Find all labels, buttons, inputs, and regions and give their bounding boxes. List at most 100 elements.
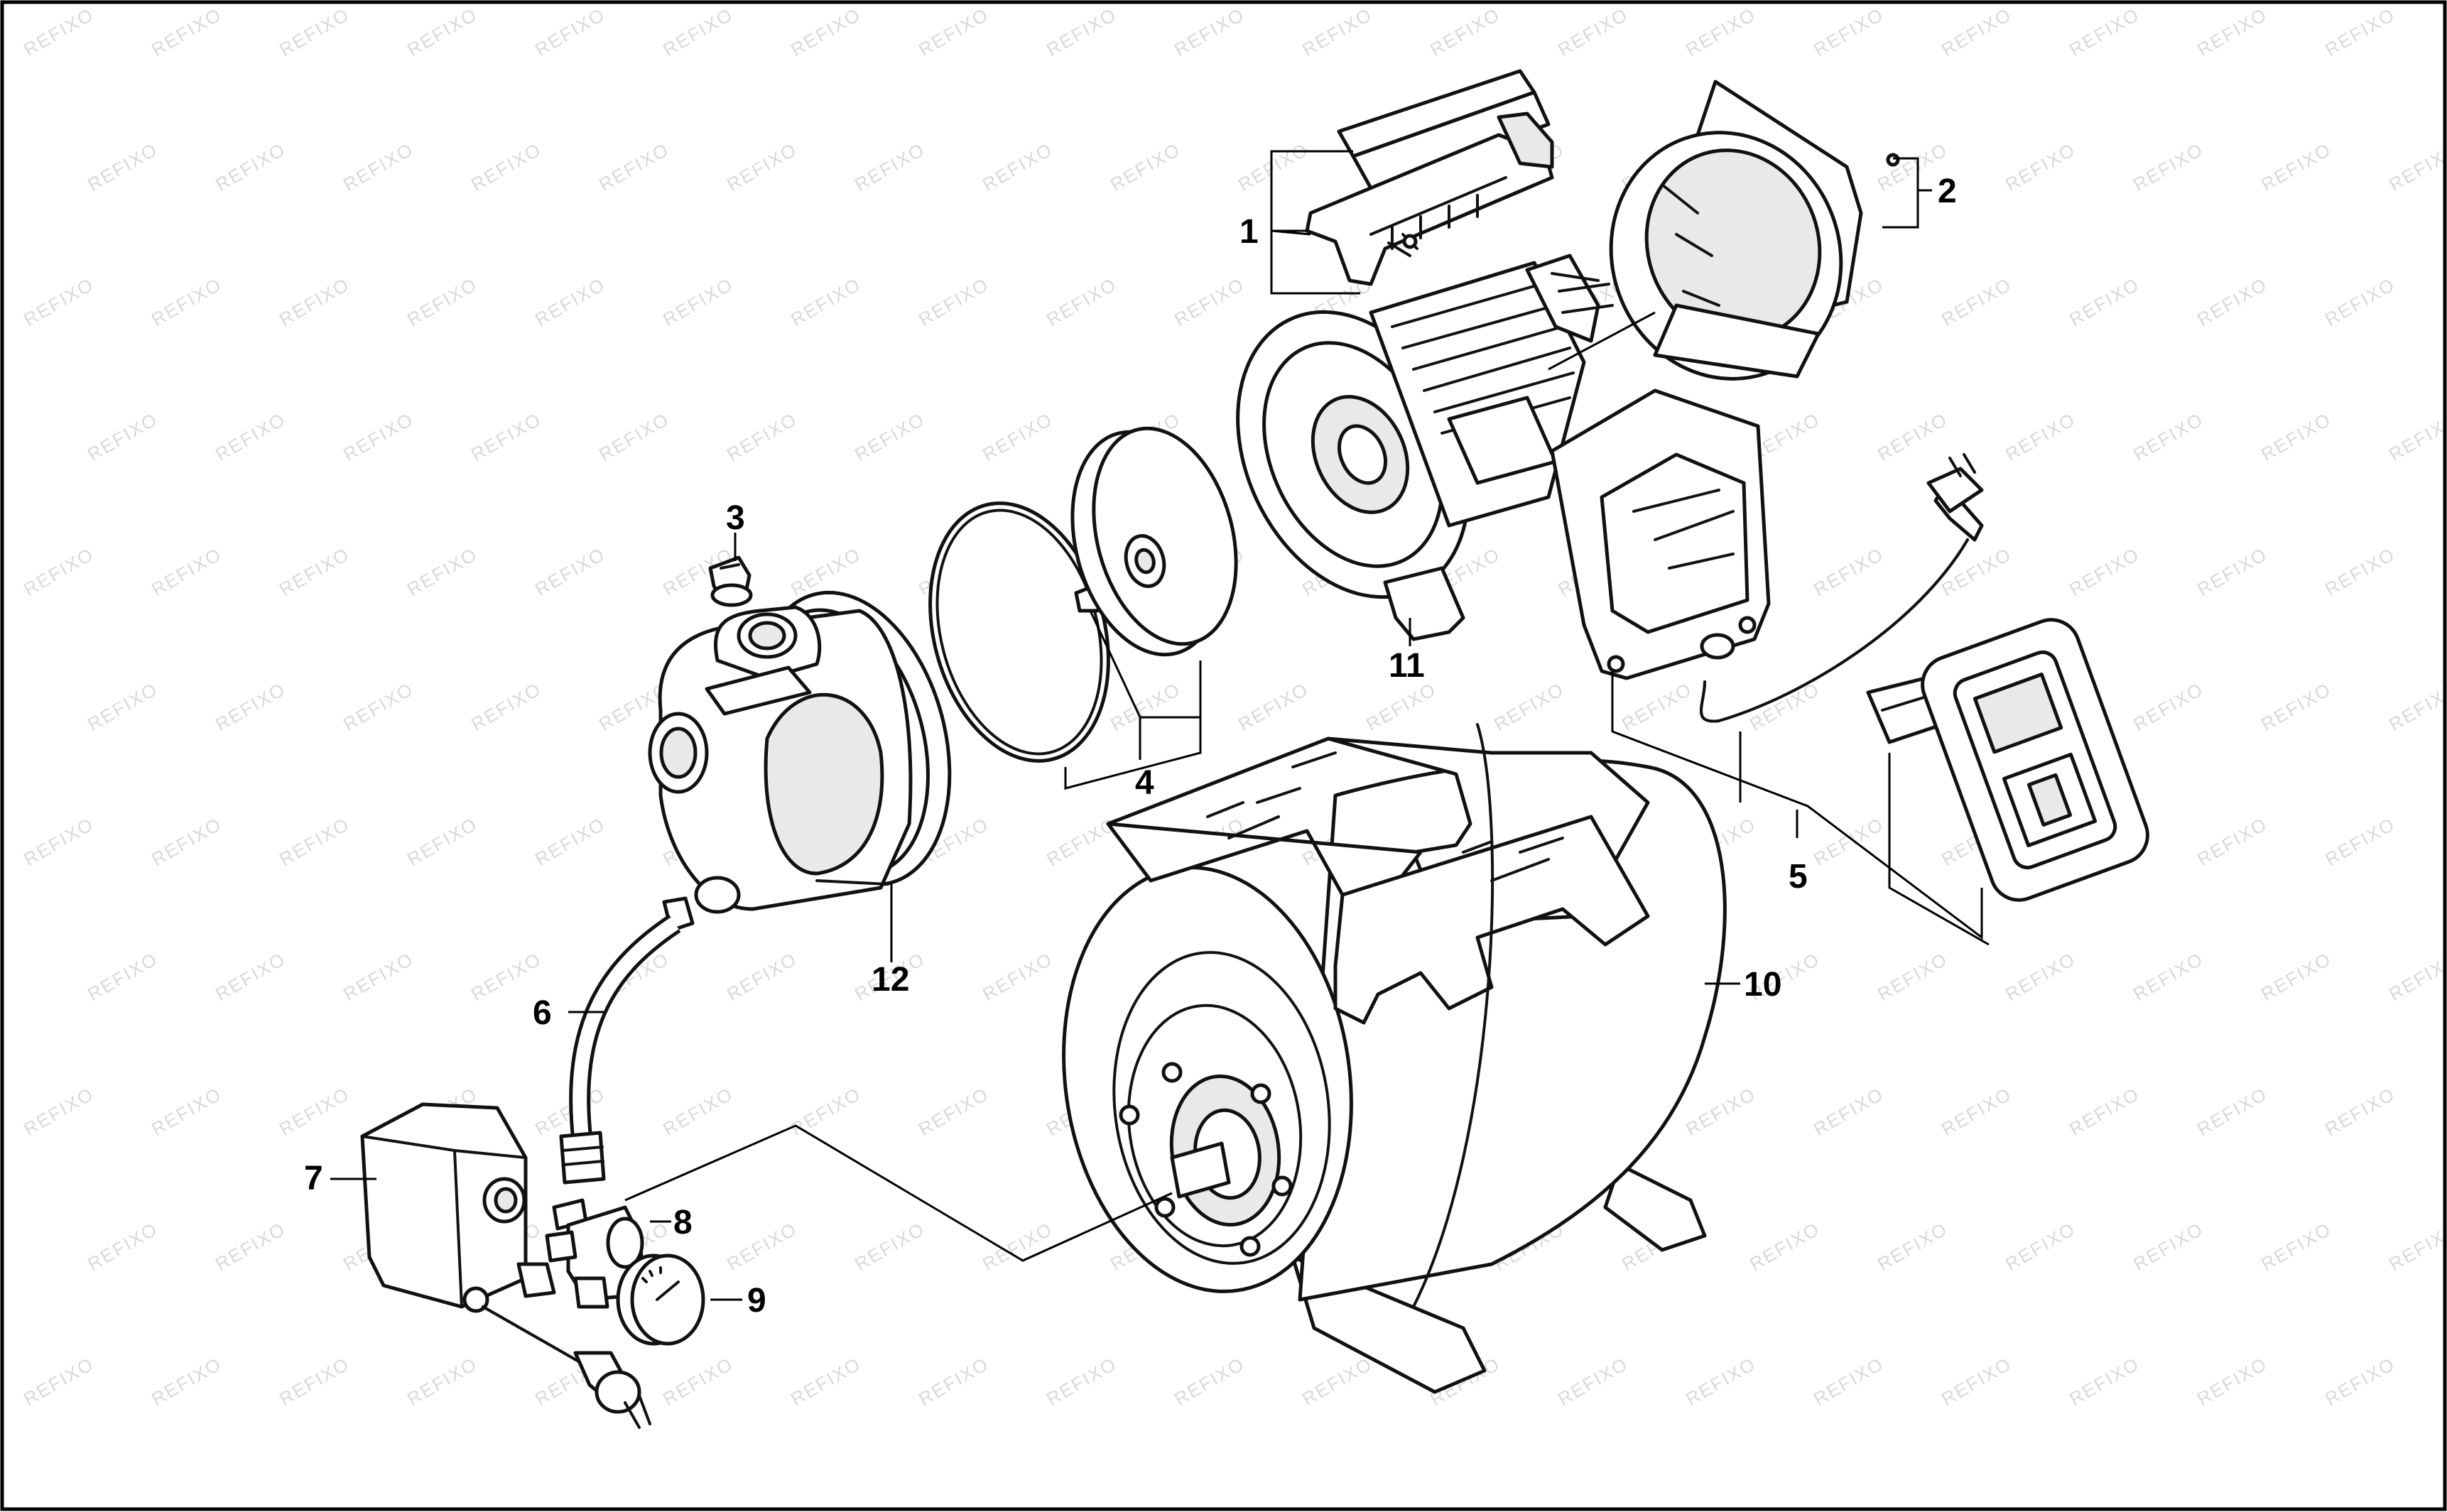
watermark-text: REFIXO bbox=[148, 813, 225, 870]
watermark-text: REFIXO bbox=[659, 4, 737, 60]
watermark-text: REFIXO bbox=[276, 813, 353, 870]
watermark-text: REFIXO bbox=[2385, 408, 2447, 465]
watermark-text: REFIXO bbox=[1490, 678, 1568, 735]
watermark-text: REFIXO bbox=[1554, 1353, 1632, 1410]
watermark-text: REFIXO bbox=[531, 273, 609, 330]
watermark-text: REFIXO bbox=[212, 408, 289, 465]
watermark-text: REFIXO bbox=[595, 408, 673, 465]
watermark-text: REFIXO bbox=[2066, 1353, 2143, 1410]
watermark-text: REFIXO bbox=[2193, 1083, 2271, 1140]
watermark-text: REFIXO bbox=[1107, 678, 1184, 735]
vent-plug[interactable] bbox=[708, 555, 753, 607]
watermark-text: REFIXO bbox=[20, 1353, 97, 1410]
handle-assembly[interactable] bbox=[1305, 69, 1554, 286]
watermark-text: REFIXO bbox=[2066, 273, 2143, 330]
watermark-text: REFIXO bbox=[787, 273, 864, 330]
callout-3: 3 bbox=[726, 499, 745, 537]
pressure-hose[interactable] bbox=[559, 896, 695, 1185]
watermark-text: REFIXO bbox=[148, 4, 225, 60]
motor[interactable] bbox=[1193, 254, 1656, 641]
watermark-text: REFIXO bbox=[2385, 138, 2447, 195]
watermark-text: REFIXO bbox=[340, 408, 417, 465]
watermark-text: REFIXO bbox=[20, 543, 97, 600]
watermark-text: REFIXO bbox=[1043, 4, 1120, 60]
watermark-text: REFIXO bbox=[403, 273, 481, 330]
watermark-text: REFIXO bbox=[2066, 543, 2143, 600]
watermark-text: REFIXO bbox=[531, 4, 609, 60]
o-ring-nut-impeller[interactable] bbox=[903, 413, 1259, 781]
watermark-text: REFIXO bbox=[595, 138, 673, 195]
watermark-text: REFIXO bbox=[659, 273, 737, 330]
watermark-text: REFIXO bbox=[2129, 1218, 2207, 1275]
watermark-text: REFIXO bbox=[1938, 273, 2015, 330]
watermark-text: REFIXO bbox=[467, 138, 545, 195]
watermark-text: REFIXO bbox=[979, 948, 1056, 1005]
watermark-text: REFIXO bbox=[659, 1083, 737, 1140]
watermark-text: REFIXO bbox=[979, 1218, 1056, 1275]
watermark-text: REFIXO bbox=[148, 1083, 225, 1140]
watermark-text: REFIXO bbox=[915, 1353, 992, 1410]
leader-lines bbox=[330, 150, 1990, 1301]
watermark-text: REFIXO bbox=[403, 813, 481, 870]
watermark-text: REFIXO bbox=[2385, 948, 2447, 1005]
watermark-text: REFIXO bbox=[1938, 1353, 2015, 1410]
watermark-text: REFIXO bbox=[1810, 1083, 1887, 1140]
watermark-text: REFIXO bbox=[148, 273, 225, 330]
watermark-text: REFIXO bbox=[723, 948, 801, 1005]
watermark-text: REFIXO bbox=[20, 1083, 97, 1140]
watermark-text: REFIXO bbox=[1938, 1083, 2015, 1140]
watermark-text: REFIXO bbox=[1810, 4, 1887, 60]
watermark-text: REFIXO bbox=[84, 1218, 161, 1275]
pump-housing[interactable] bbox=[648, 571, 980, 914]
watermark-text: REFIXO bbox=[1874, 948, 1951, 1005]
watermark-text: REFIXO bbox=[2321, 543, 2399, 600]
watermark-text: REFIXO bbox=[2002, 948, 2079, 1005]
watermark-text: REFIXO bbox=[1043, 1353, 1120, 1410]
watermark-text: REFIXO bbox=[2066, 1083, 2143, 1140]
watermark-text: REFIXO bbox=[2129, 138, 2207, 195]
terminal-box-cable-switch[interactable] bbox=[1550, 388, 2156, 908]
watermark-text: REFIXO bbox=[851, 1218, 928, 1275]
watermark-text: REFIXO bbox=[1043, 273, 1120, 330]
callout-9: 9 bbox=[747, 1282, 766, 1320]
watermark-text: REFIXO bbox=[1810, 1353, 1887, 1410]
pressure-switch[interactable] bbox=[360, 1102, 651, 1429]
watermark-text: REFIXO bbox=[276, 1353, 353, 1410]
watermark-text: REFIXO bbox=[787, 4, 864, 60]
watermark-text: REFIXO bbox=[2002, 408, 2079, 465]
watermark-text: REFIXO bbox=[84, 678, 161, 735]
watermark-text: REFIXO bbox=[148, 1353, 225, 1410]
callout-1: 1 bbox=[1239, 213, 1259, 251]
watermark-text: REFIXO bbox=[2321, 273, 2399, 330]
watermark-text: REFIXO bbox=[915, 273, 992, 330]
watermark-text: REFIXO bbox=[915, 4, 992, 60]
watermark-text: REFIXO bbox=[467, 678, 545, 735]
watermark-text: REFIXO bbox=[1682, 4, 1759, 60]
watermark-text: REFIXO bbox=[212, 678, 289, 735]
pressure-gauge[interactable] bbox=[616, 1253, 705, 1346]
watermark-text: REFIXO bbox=[723, 408, 801, 465]
callout-10: 10 bbox=[1744, 966, 1781, 1004]
watermark-text: REFIXO bbox=[1235, 678, 1312, 735]
watermark-text: REFIXO bbox=[2257, 138, 2335, 195]
watermark-text: REFIXO bbox=[2193, 1353, 2271, 1410]
callout-6: 6 bbox=[533, 994, 552, 1032]
watermark-text: REFIXO bbox=[1810, 813, 1887, 870]
watermark-text: REFIXO bbox=[2193, 4, 2271, 60]
watermark-text: REFIXO bbox=[723, 1218, 801, 1275]
callout-labels: 1 2 3 4 5 6 7 8 9 10 11 12 bbox=[304, 173, 1957, 1320]
watermark-text: REFIXO bbox=[531, 543, 609, 600]
watermark-text: REFIXO bbox=[403, 1353, 481, 1410]
watermark-text: REFIXO bbox=[2257, 948, 2335, 1005]
watermark-text: REFIXO bbox=[20, 4, 97, 60]
watermark-text: REFIXO bbox=[2257, 678, 2335, 735]
watermark-text: REFIXO bbox=[1682, 1353, 1759, 1410]
watermark-text: REFIXO bbox=[2257, 408, 2335, 465]
watermark-text: REFIXO bbox=[340, 138, 417, 195]
watermark-text: REFIXO bbox=[1171, 4, 1248, 60]
pressure-tank[interactable] bbox=[1037, 723, 1727, 1394]
callout-7: 7 bbox=[304, 1160, 323, 1197]
fan-cover[interactable] bbox=[1577, 80, 1900, 411]
